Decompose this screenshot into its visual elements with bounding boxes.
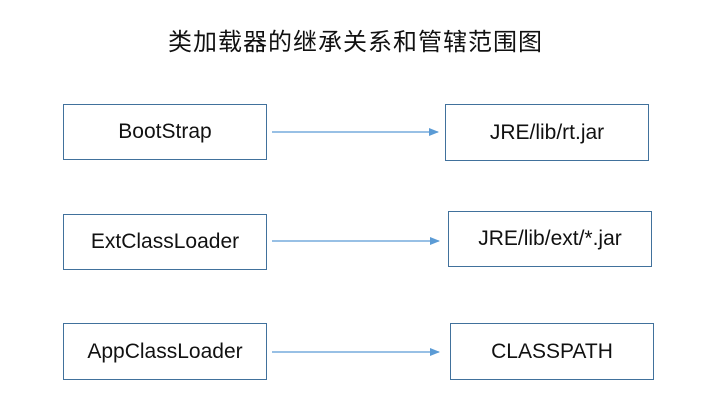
scope-label: JRE/lib/ext/*.jar [478, 227, 622, 250]
loader-box-appclassloader: AppClassLoader [63, 323, 267, 380]
loader-box-bootstrap: BootStrap [63, 104, 267, 160]
scope-box-ext-jar: JRE/lib/ext/*.jar [448, 211, 652, 267]
scope-label: JRE/lib/rt.jar [489, 120, 605, 144]
diagram-title: 类加载器的继承关系和管辖范围图 [168, 28, 543, 56]
loader-label: AppClassLoader [87, 339, 243, 363]
loader-label: ExtClassLoader [90, 230, 240, 253]
loader-label: BootStrap [118, 120, 212, 143]
scope-label: CLASSPATH [491, 339, 613, 363]
scope-box-classpath: CLASSPATH [450, 323, 654, 380]
loader-box-extclassloader: ExtClassLoader [63, 214, 267, 270]
scope-box-rt-jar: JRE/lib/rt.jar [445, 104, 649, 161]
